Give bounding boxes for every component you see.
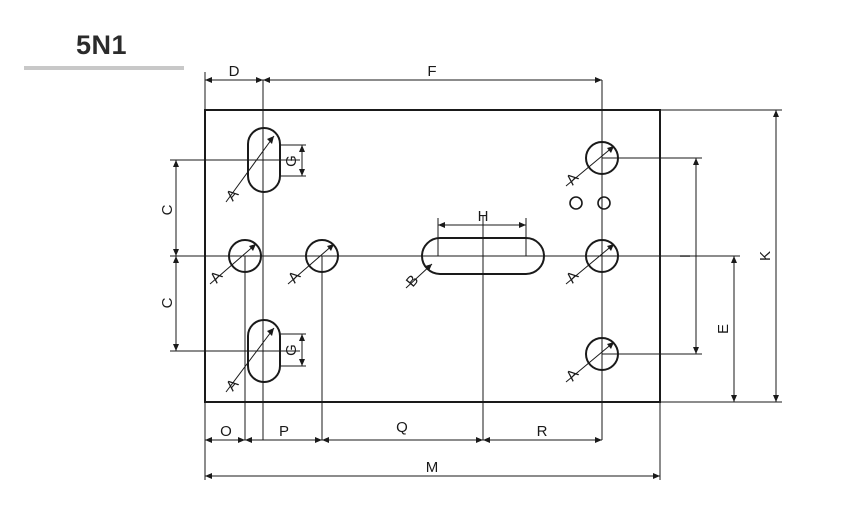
label-C-upper: C [159, 204, 176, 215]
center-slot [421, 237, 545, 275]
small-pin-hole-left [569, 196, 583, 210]
leader-A-upper-slot [225, 135, 275, 203]
label-M: M [426, 459, 439, 476]
leader-A-right-bottom [565, 341, 615, 383]
label-Q: Q [396, 419, 408, 436]
label-E: E [715, 324, 732, 334]
leader-A-left-hole [209, 243, 257, 285]
dimension-arrows [173, 77, 779, 479]
label-O: O [220, 423, 232, 440]
left-center-hole [228, 239, 262, 273]
right-center-hole [585, 239, 619, 273]
title-underline [24, 66, 184, 70]
label-G-lower: G [283, 344, 300, 356]
label-C-lower: C [159, 297, 176, 308]
label-H: H [478, 208, 489, 225]
small-pin-hole-right [597, 196, 611, 210]
label-R: R [537, 423, 548, 440]
leader-A-right-center [565, 243, 615, 285]
label-P: P [279, 423, 289, 440]
label-I: I [677, 254, 694, 258]
leader-A-middle-hole [287, 243, 335, 285]
label-F: F [427, 63, 436, 80]
leader-A-lower-slot [225, 327, 275, 393]
middle-hole [305, 239, 339, 273]
label-D: D [229, 63, 240, 80]
leader-A-right-top [565, 145, 615, 187]
label-G-upper: G [283, 155, 300, 167]
drawing-title: 5N1 [76, 30, 128, 60]
label-K: K [757, 251, 774, 261]
